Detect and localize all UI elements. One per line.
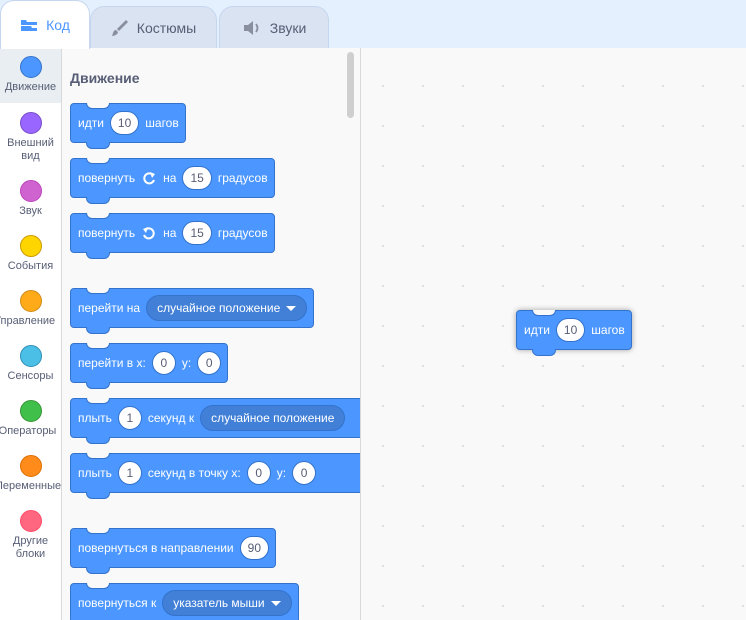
goto-xy-block[interactable]: перейти в x: 0 y: 0 xyxy=(70,343,229,389)
chevron-down-icon xyxy=(270,600,281,606)
tab-code-label: Код xyxy=(46,17,70,33)
category-sensing[interactable]: Сенсоры xyxy=(0,345,61,383)
looks-category-dot xyxy=(19,112,42,134)
y-input[interactable]: 0 xyxy=(197,351,222,375)
seconds-input[interactable]: 1 xyxy=(117,406,142,430)
block-text: градусов xyxy=(217,226,268,240)
block-text: повернуться в направлении xyxy=(78,541,234,555)
code-blocks-icon xyxy=(20,18,38,32)
block-palette: Движение идти 10 шагов повернуть на 15 г… xyxy=(62,48,361,620)
workspace-move-steps-block[interactable]: идти 10 шагов xyxy=(516,310,632,356)
motion-category-dot xyxy=(19,56,42,78)
operators-category-dot xyxy=(19,400,42,422)
category-looks[interactable]: Внешний вид xyxy=(0,112,61,163)
block-text: идти xyxy=(524,323,550,337)
sound-category-dot xyxy=(19,180,42,202)
category-sound[interactable]: Звук xyxy=(0,180,61,218)
category-label: Внешний вид xyxy=(7,137,54,162)
sensing-category-dot xyxy=(19,345,42,367)
glide-xy-block[interactable]: плыть 1 секунд в точку x: 0 y: 0 xyxy=(70,453,360,499)
block-text: y: xyxy=(181,356,192,370)
paintbrush-icon xyxy=(111,19,129,37)
point-towards-block[interactable]: повернуться к указатель мыши xyxy=(70,583,299,620)
y-input[interactable]: 0 xyxy=(292,461,317,485)
degrees-input[interactable]: 15 xyxy=(182,221,212,245)
block-text: на xyxy=(163,171,177,185)
turn-left-block[interactable]: повернуть на 15 градусов xyxy=(70,213,275,259)
dropdown-value: указатель мыши xyxy=(173,596,265,610)
block-text: плыть xyxy=(78,411,112,425)
block-text: шагов xyxy=(591,323,625,337)
glide-target-dropdown[interactable]: случайное положение xyxy=(200,405,346,431)
block-text: перейти в x: xyxy=(78,356,146,370)
category-label: Переменные xyxy=(0,480,62,492)
tab-costumes[interactable]: Костюмы xyxy=(90,6,217,48)
category-label: Операторы xyxy=(0,425,57,437)
seconds-input[interactable]: 1 xyxy=(117,461,142,485)
editor-tab-bar: Код Костюмы Звуки xyxy=(0,0,746,49)
speaker-icon xyxy=(242,20,262,36)
rotate-right-icon xyxy=(141,170,157,186)
glide-to-block[interactable]: плыть 1 секунд к случайное положение xyxy=(70,398,360,444)
tab-costumes-label: Костюмы xyxy=(136,19,197,36)
x-input[interactable]: 0 xyxy=(246,461,271,485)
block-text: плыть xyxy=(78,466,112,480)
palette-scrollbar[interactable] xyxy=(347,52,354,118)
block-text: y: xyxy=(276,466,287,480)
category-label: Движение xyxy=(4,81,57,93)
block-text: перейти на xyxy=(78,301,141,315)
tab-sounds-label: Звуки xyxy=(269,19,307,36)
category-label: Управление xyxy=(0,315,56,327)
goto-block[interactable]: перейти на случайное положение xyxy=(70,288,315,334)
block-text: идти xyxy=(78,116,104,130)
category-my-blocks[interactable]: Другие блоки xyxy=(0,510,61,561)
dropdown-value: случайное положение xyxy=(211,411,335,425)
category-label: Звук xyxy=(19,205,42,217)
palette-section-title: Движение xyxy=(70,70,140,86)
steps-input[interactable]: 10 xyxy=(555,318,586,342)
chevron-down-icon xyxy=(286,305,297,311)
rotate-left-icon xyxy=(141,225,157,241)
x-input[interactable]: 0 xyxy=(151,351,176,375)
category-label: События xyxy=(7,260,54,272)
block-text: повернуть xyxy=(78,171,136,185)
point-direction-block[interactable]: повернуться в направлении 90 xyxy=(70,528,276,574)
move-steps-block[interactable]: идти 10 шагов xyxy=(70,103,186,149)
block-text: повернуть xyxy=(78,226,136,240)
turn-right-block[interactable]: повернуть на 15 градусов xyxy=(70,158,275,204)
block-text: повернуться к xyxy=(78,596,157,610)
dropdown-value: случайное положение xyxy=(157,301,281,315)
category-motion[interactable]: Движение xyxy=(0,48,61,103)
towards-target-dropdown[interactable]: указатель мыши xyxy=(162,590,292,616)
category-menu: Движение Внешний вид Звук События Управл… xyxy=(0,48,62,620)
block-text: секунд в точку x: xyxy=(147,466,241,480)
block-text: градусов xyxy=(217,171,268,185)
my-blocks-category-dot xyxy=(19,510,42,532)
script-workspace[interactable]: идти 10 шагов xyxy=(361,48,746,620)
direction-input[interactable]: 90 xyxy=(239,536,269,560)
tab-sounds[interactable]: Звуки xyxy=(219,6,329,48)
category-operators[interactable]: Операторы xyxy=(0,400,61,438)
control-category-dot xyxy=(19,290,42,312)
variables-category-dot xyxy=(19,455,42,477)
degrees-input[interactable]: 15 xyxy=(182,166,212,190)
category-label: Сенсоры xyxy=(7,370,54,382)
category-variables[interactable]: Переменные xyxy=(0,455,61,493)
events-category-dot xyxy=(19,235,42,257)
goto-target-dropdown[interactable]: случайное положение xyxy=(146,295,308,321)
category-control[interactable]: Управление xyxy=(0,290,61,328)
block-text: шагов xyxy=(145,116,179,130)
category-label: Другие блоки xyxy=(12,535,49,560)
steps-input[interactable]: 10 xyxy=(109,111,140,135)
block-text: секунд к xyxy=(147,411,195,425)
block-text: на xyxy=(163,226,177,240)
tab-code[interactable]: Код xyxy=(0,0,90,49)
category-events[interactable]: События xyxy=(0,235,61,273)
